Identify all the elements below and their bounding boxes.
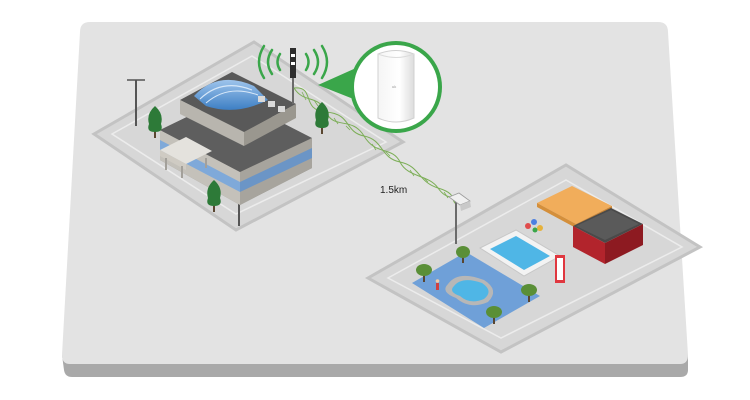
outdoor-access-point-icon: uk (377, 50, 415, 123)
office-building (160, 72, 312, 205)
access-point-callout: uk (318, 41, 442, 133)
svg-text:uk: uk (392, 84, 396, 89)
tree (315, 102, 329, 134)
wireless-wave-icon (257, 44, 329, 80)
playground-balls (525, 219, 543, 233)
tree (486, 306, 502, 324)
signal-rungs (301, 91, 449, 199)
pool-area (412, 252, 540, 328)
sign-board (555, 255, 565, 283)
person (435, 279, 440, 290)
campus-pole (448, 192, 471, 244)
tree (416, 264, 432, 282)
tree (148, 106, 162, 138)
link-distance-label: 1.5km (380, 185, 407, 196)
tree (456, 246, 470, 263)
lamp-post (127, 79, 145, 126)
red-building (573, 208, 643, 264)
rooftop-antenna-mast (290, 48, 296, 104)
tree (521, 284, 537, 302)
tree (207, 180, 221, 212)
